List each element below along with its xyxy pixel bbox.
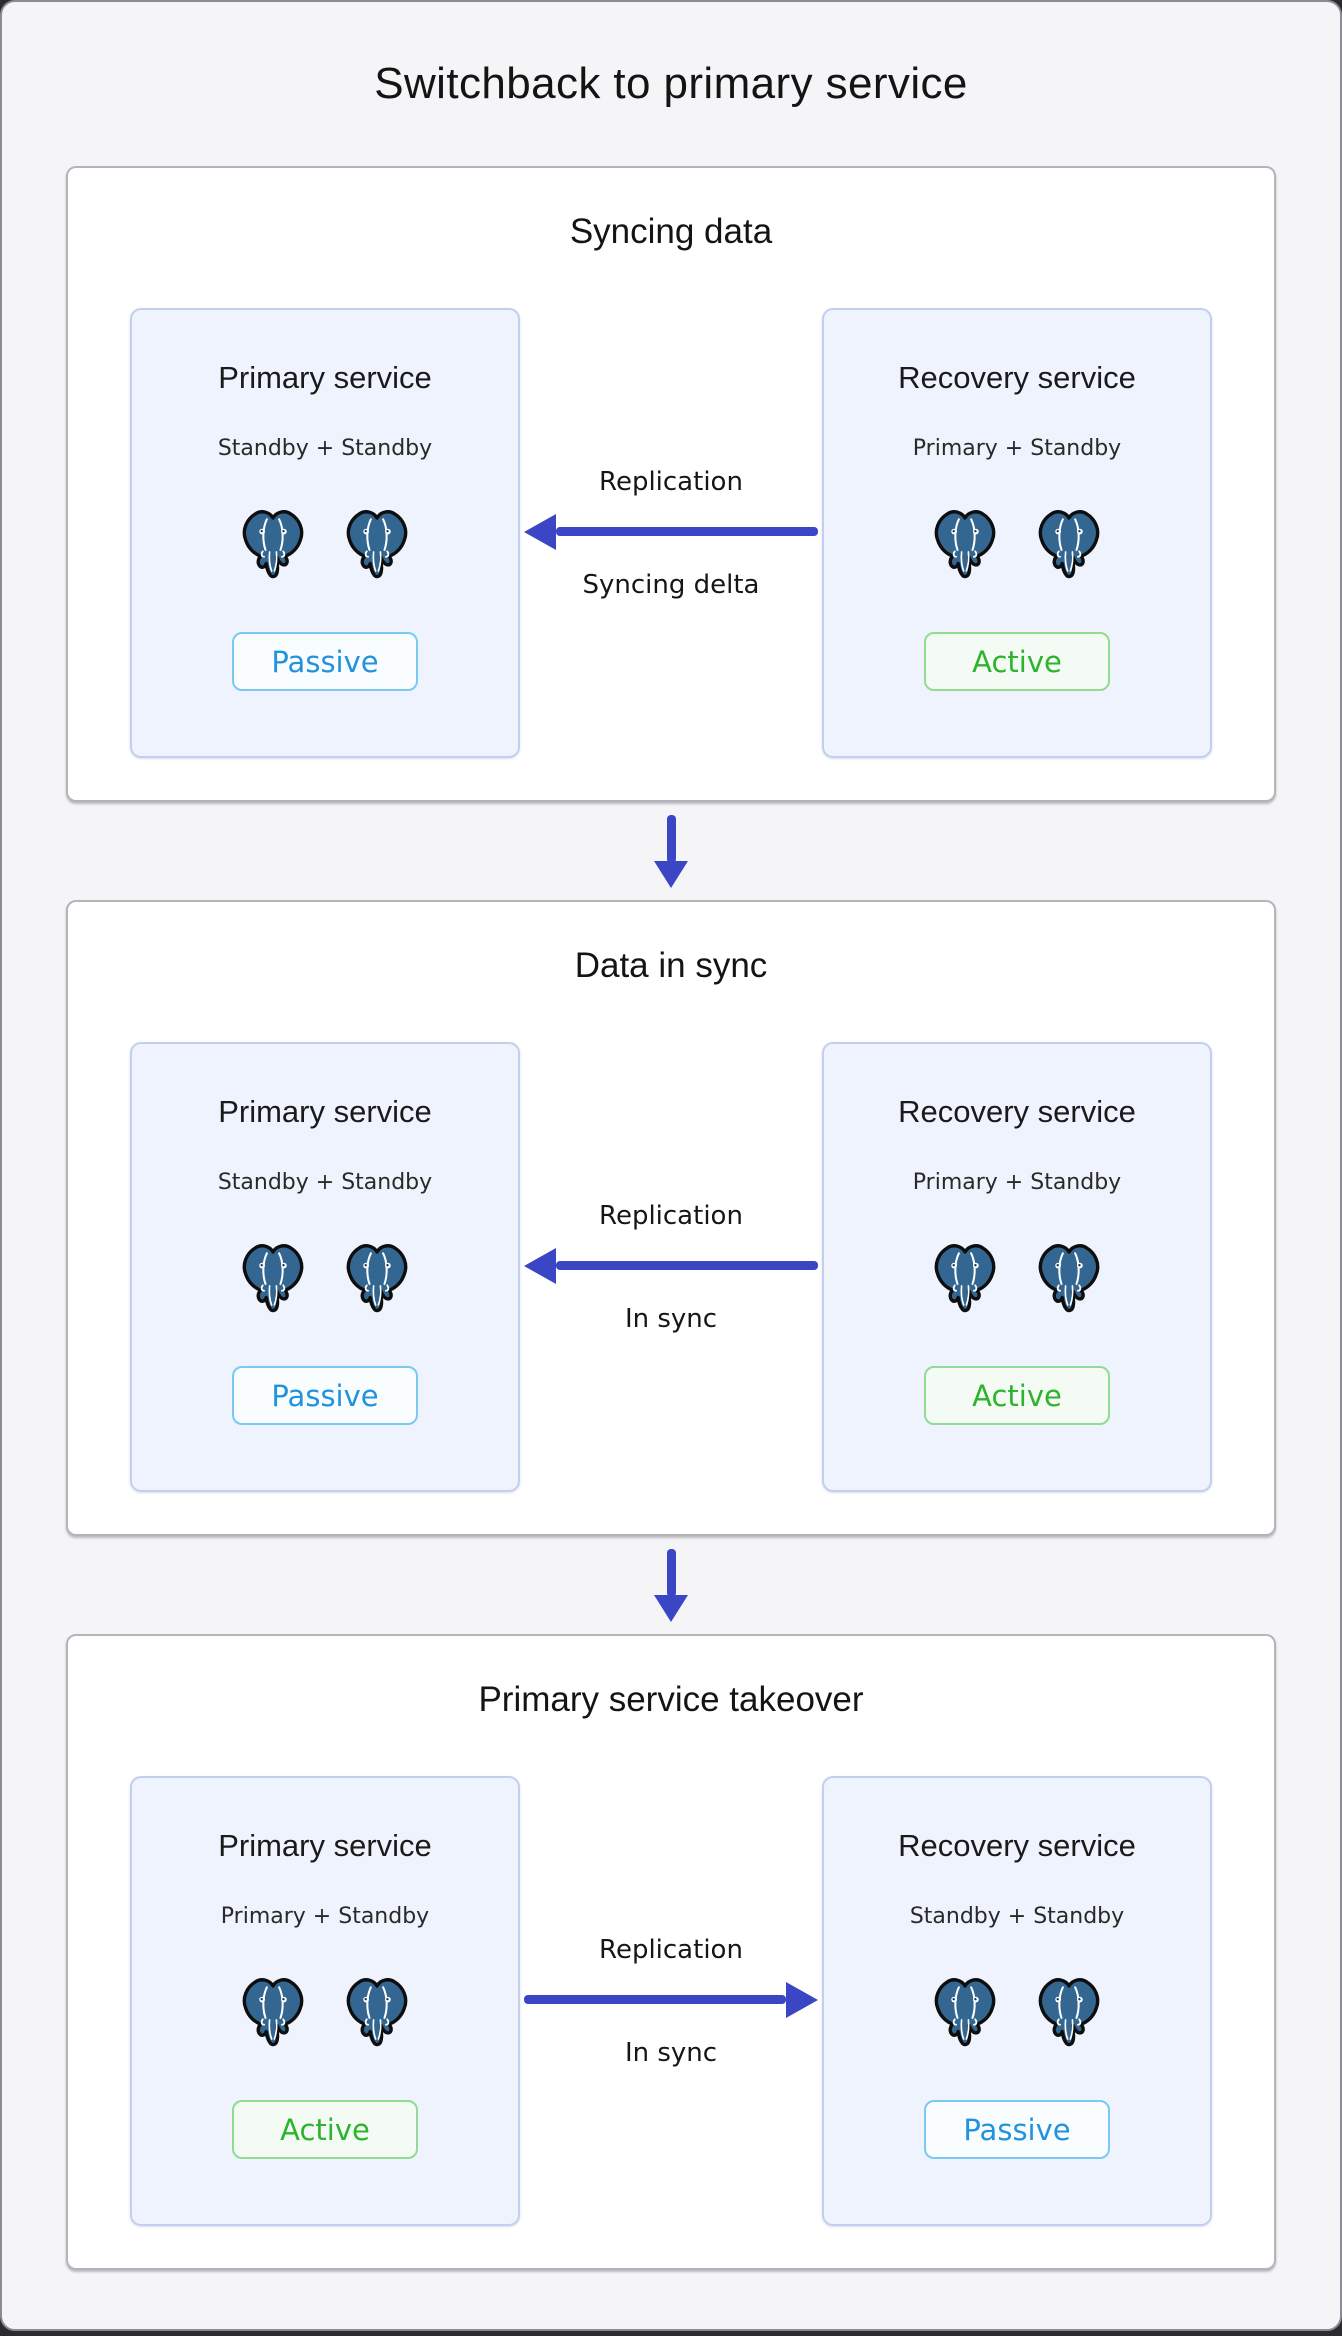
card-title: Recovery service [898,1094,1136,1129]
arrow-head [654,1594,688,1622]
primary-service-card: Primary service Standby + Standby Passiv… [130,1042,520,1492]
status-badge: Passive [924,2100,1110,2159]
postgresql-elephant-icon [934,510,996,579]
postgresql-elephant-icon [1038,1978,1100,2047]
recovery-service-card: Recovery service Standby + Standby Passi… [822,1776,1212,2226]
card-subtitle: Standby + Standby [217,1170,433,1195]
card-title: Primary service [218,1094,432,1129]
stage-body: Primary service Primary + Standby Active… [68,1776,1274,2226]
database-icons-row [239,509,411,580]
arrow-head [654,860,688,888]
database-icons-row [239,1243,411,1314]
arrow-head [524,513,556,550]
database-icons-row [931,509,1103,580]
recovery-service-card: Recovery service Primary + Standby Activ… [822,1042,1212,1492]
card-title: Primary service [218,1828,432,1863]
card-subtitle: Standby + Standby [909,1904,1125,1929]
flow-arrow-down-icon [654,1548,688,1622]
replication-arrow-left-icon [524,1247,818,1284]
postgresql-elephant-icon [242,1978,304,2047]
database-icons-row [239,1977,411,2048]
stage-body: Primary service Standby + Standby Passiv… [68,1042,1274,1492]
card-title: Primary service [218,360,432,395]
arrow-label-top: Replication [599,1934,743,1965]
arrow-label-bottom: In sync [624,2037,718,2068]
replication-link: Replication In sync [520,1776,822,2226]
stage-data-in-sync: Data in sync Primary service Standby + S… [66,900,1276,1536]
status-badge: Passive [232,632,418,691]
card-title: Recovery service [898,1828,1136,1863]
arrow-head [786,1981,818,2018]
arrow-shaft [666,814,676,863]
card-subtitle: Primary + Standby [912,1170,1122,1195]
stage-connector [2,802,1340,900]
database-icons-row [931,1243,1103,1314]
card-title: Recovery service [898,360,1136,395]
primary-service-card: Primary service Primary + Standby Active [130,1776,520,2226]
stage-syncing-data: Syncing data Primary service Standby + S… [66,166,1276,802]
arrow-label-bottom: In sync [624,1303,718,1334]
postgresql-elephant-icon [242,510,304,579]
card-subtitle: Primary + Standby [912,436,1122,461]
postgresql-elephant-icon [1038,1244,1100,1313]
database-icons-row [931,1977,1103,2048]
arrow-label-bottom: Syncing delta [582,569,760,600]
arrow-shaft [524,1995,786,2004]
flow-arrow-down-icon [654,814,688,888]
card-subtitle: Standby + Standby [217,436,433,461]
stage-title: Data in sync [574,946,768,985]
stage-connector [2,1536,1340,1634]
replication-arrow-right-icon [524,1981,818,2018]
status-badge: Passive [232,1366,418,1425]
arrow-shaft [666,1548,676,1597]
arrow-shaft [556,527,818,536]
status-badge: Active [924,1366,1110,1425]
recovery-service-card: Recovery service Primary + Standby Activ… [822,308,1212,758]
postgresql-elephant-icon [934,1244,996,1313]
stage-title: Syncing data [569,212,773,251]
primary-service-card: Primary service Standby + Standby Passiv… [130,308,520,758]
arrow-head [524,1247,556,1284]
postgresql-elephant-icon [346,1244,408,1313]
stage-primary-service-takeover: Primary service takeover Primary service… [66,1634,1276,2270]
status-badge: Active [232,2100,418,2159]
postgresql-elephant-icon [346,1978,408,2047]
page-title: Switchback to primary service [374,59,968,108]
postgresql-elephant-icon [934,1978,996,2047]
status-badge: Active [924,632,1110,691]
arrow-label-top: Replication [599,1200,743,1231]
replication-arrow-left-icon [524,513,818,550]
card-subtitle: Primary + Standby [220,1904,430,1929]
postgresql-elephant-icon [1038,510,1100,579]
stage-body: Primary service Standby + Standby Passiv… [68,308,1274,758]
replication-link: Replication Syncing delta [520,308,822,758]
replication-link: Replication In sync [520,1042,822,1492]
postgresql-elephant-icon [346,510,408,579]
stage-title: Primary service takeover [478,1680,864,1719]
postgresql-elephant-icon [242,1244,304,1313]
arrow-shaft [556,1261,818,1270]
arrow-label-top: Replication [599,466,743,497]
